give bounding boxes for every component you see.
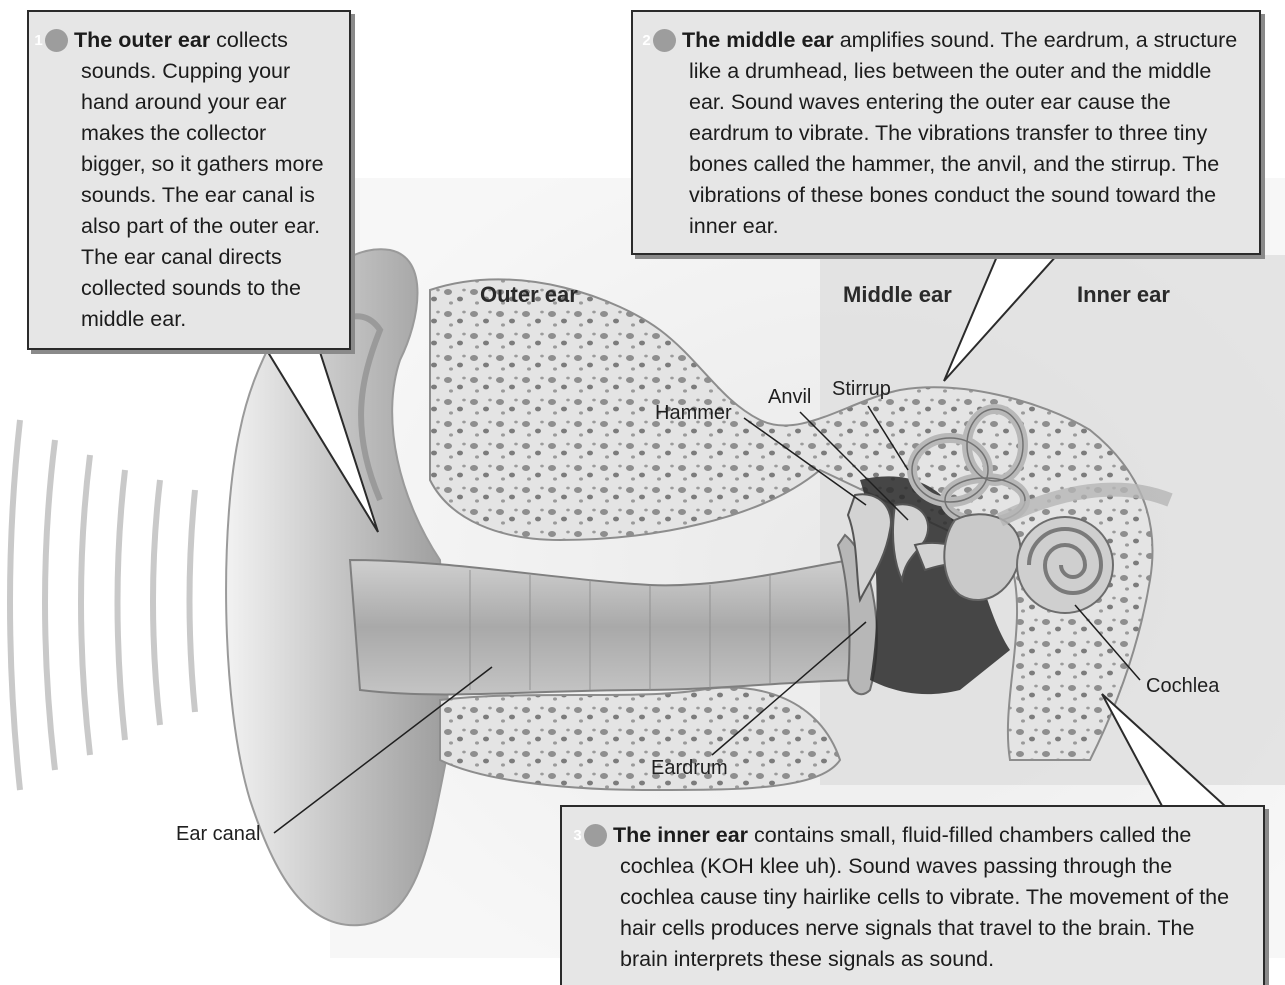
label-stirrup: Stirrup xyxy=(832,378,891,401)
callout-number-1: 1 xyxy=(45,29,68,52)
label-hammer: Hammer xyxy=(655,402,732,425)
callout-middle-ear-title: The middle ear xyxy=(682,28,834,52)
callout-middle-ear-body: amplifies sound. The eardrum, a structur… xyxy=(689,28,1237,238)
callout-inner-ear-text: 3The inner ear contains small, fluid-fil… xyxy=(584,820,1247,975)
label-eardrum: Eardrum xyxy=(651,757,728,780)
label-anvil: Anvil xyxy=(768,386,811,409)
callout-number-3: 3 xyxy=(584,824,607,847)
sound-waves xyxy=(10,420,195,790)
temporal-bone-lower xyxy=(440,688,840,790)
callout-number-2: 2 xyxy=(653,29,676,52)
callout-outer-ear: 1 The outer ear collects sounds. Cupping … xyxy=(27,10,351,350)
callout-middle-ear: 2 The middle ear amplifies sound. The ear… xyxy=(631,10,1261,255)
callout-outer-ear-body: collects sounds. Cupping your hand aroun… xyxy=(81,28,324,331)
cochlea-spiral xyxy=(1017,517,1113,613)
label-ear-canal: Ear canal xyxy=(176,823,261,846)
label-cochlea: Cochlea xyxy=(1146,675,1219,698)
callout-outer-ear-title: The outer ear xyxy=(74,28,210,52)
region-label-middle-ear: Middle ear xyxy=(843,282,952,308)
callout-middle-ear-text: 2 The middle ear amplifies sound. The ear… xyxy=(653,25,1243,242)
callout-inner-ear-title: The inner ear xyxy=(613,823,748,847)
region-label-outer-ear: Outer ear xyxy=(480,282,578,308)
callout-outer-ear-text: 1 The outer ear collects sounds. Cupping … xyxy=(45,25,333,335)
region-label-inner-ear: Inner ear xyxy=(1077,282,1170,308)
callout-inner-ear: 3The inner ear contains small, fluid-fil… xyxy=(560,805,1265,985)
